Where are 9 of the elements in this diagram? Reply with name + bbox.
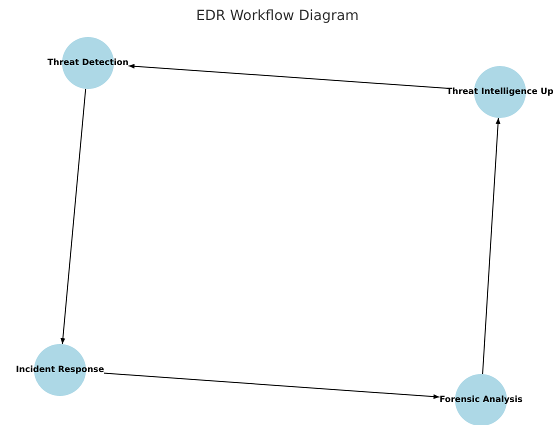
arrow: [128, 64, 447, 89]
arrow: [60, 88, 86, 345]
arrow: [104, 372, 440, 399]
node-label: Incident Response: [16, 365, 104, 375]
node-label: Threat Intelligence Up: [446, 87, 554, 97]
diagram-title: EDR Workflow Diagram: [195, 8, 360, 24]
arrow: [482, 117, 500, 375]
node-label: Threat Detection: [47, 58, 129, 68]
node-label: Forensic Analysis: [439, 395, 523, 405]
